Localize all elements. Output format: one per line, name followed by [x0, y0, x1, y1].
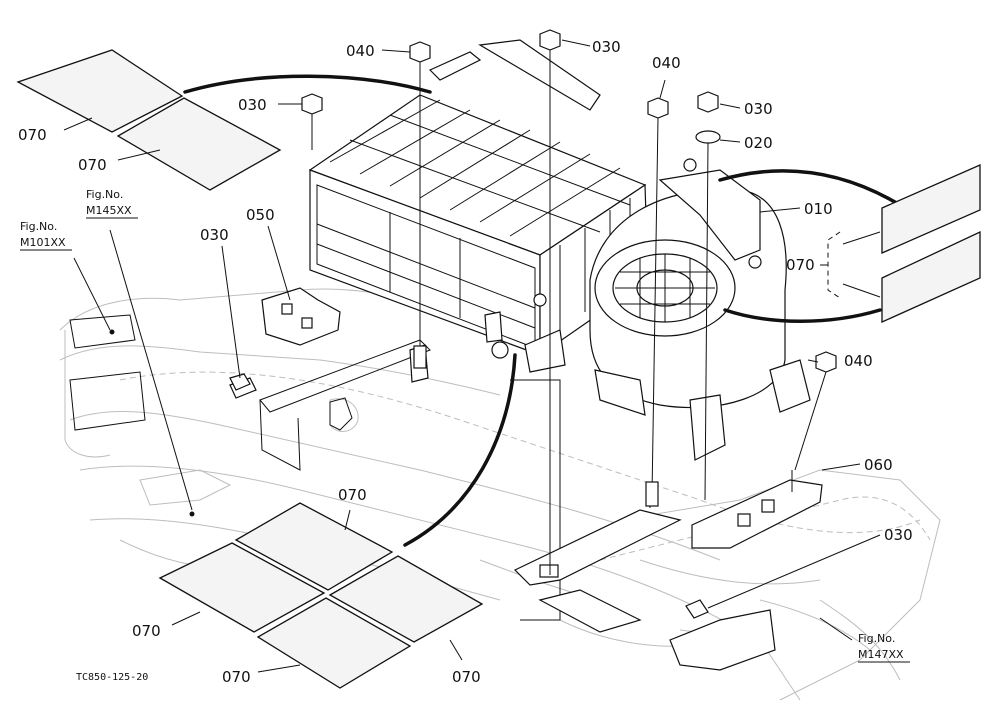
pad-070-bottom-d [256, 597, 412, 689]
cab-floor-background [59, 288, 941, 701]
bracket-060 [691, 470, 823, 549]
pad-070-bottom-c [328, 555, 484, 643]
pad-070-bottom-b [158, 542, 326, 633]
callout-030-d: 030 [200, 226, 229, 244]
pad-070-right-b [881, 230, 981, 324]
bolt-030-left [301, 93, 323, 150]
callout-010: 010 [804, 200, 833, 218]
ref-m101-code: M101XX [20, 236, 66, 249]
bolt-030-lower-right [685, 599, 709, 619]
callout-030-b: 030 [238, 96, 267, 114]
callout-070-g: 070 [452, 668, 481, 686]
fasteners [229, 29, 837, 619]
pad-070-right-a [881, 164, 981, 254]
callout-030-e: 030 [884, 526, 913, 544]
nut-040-right [794, 351, 837, 471]
callout-070-a: 070 [18, 126, 47, 144]
pad-070-bottom-a [234, 502, 394, 591]
bolt-030-right [695, 91, 721, 501]
drawing-code: TC850-125-20 [76, 672, 148, 683]
figure-references: Fig.No. M145XX Fig.No. M101XX Fig.No. M1… [20, 188, 910, 663]
nut-040-center [645, 97, 669, 507]
callout-030-c: 030 [744, 100, 773, 118]
callout-070-c: 070 [786, 256, 815, 274]
callout-070-f: 070 [222, 668, 251, 686]
ref-m145-code: M145XX [86, 204, 132, 217]
group-connectors [183, 74, 902, 547]
callout-labels: 040 030 030 040 030 020 010 070 070 070 … [18, 38, 913, 686]
ref-m147-code: M147XX [858, 648, 904, 661]
insulation-pads [16, 49, 981, 689]
pad-070-top-left-a [16, 49, 184, 133]
ref-m101-label: Fig.No. [20, 220, 57, 233]
callout-060: 060 [864, 456, 893, 474]
bolt-030-top-center [539, 29, 561, 575]
leader-lines [63, 39, 881, 673]
callout-040-c: 040 [844, 352, 873, 370]
ref-m147-label: Fig.No. [858, 632, 895, 645]
pad-070-top-left-b [116, 97, 282, 191]
right-pad-bracket [820, 231, 881, 299]
callout-020: 020 [744, 134, 773, 152]
callout-040-a: 040 [346, 42, 375, 60]
callout-040-b: 040 [652, 54, 681, 72]
callout-070-e: 070 [132, 622, 161, 640]
callout-070-d: 070 [338, 486, 367, 504]
left-support-bracket [69, 287, 561, 621]
callout-050: 050 [246, 206, 275, 224]
ref-m145-label: Fig.No. [86, 188, 123, 201]
floor-plate [513, 485, 776, 671]
callout-070-b: 070 [78, 156, 107, 174]
callout-030-a: 030 [592, 38, 621, 56]
blower-assembly-010 [589, 158, 811, 461]
nut-040-top-left [409, 41, 431, 369]
